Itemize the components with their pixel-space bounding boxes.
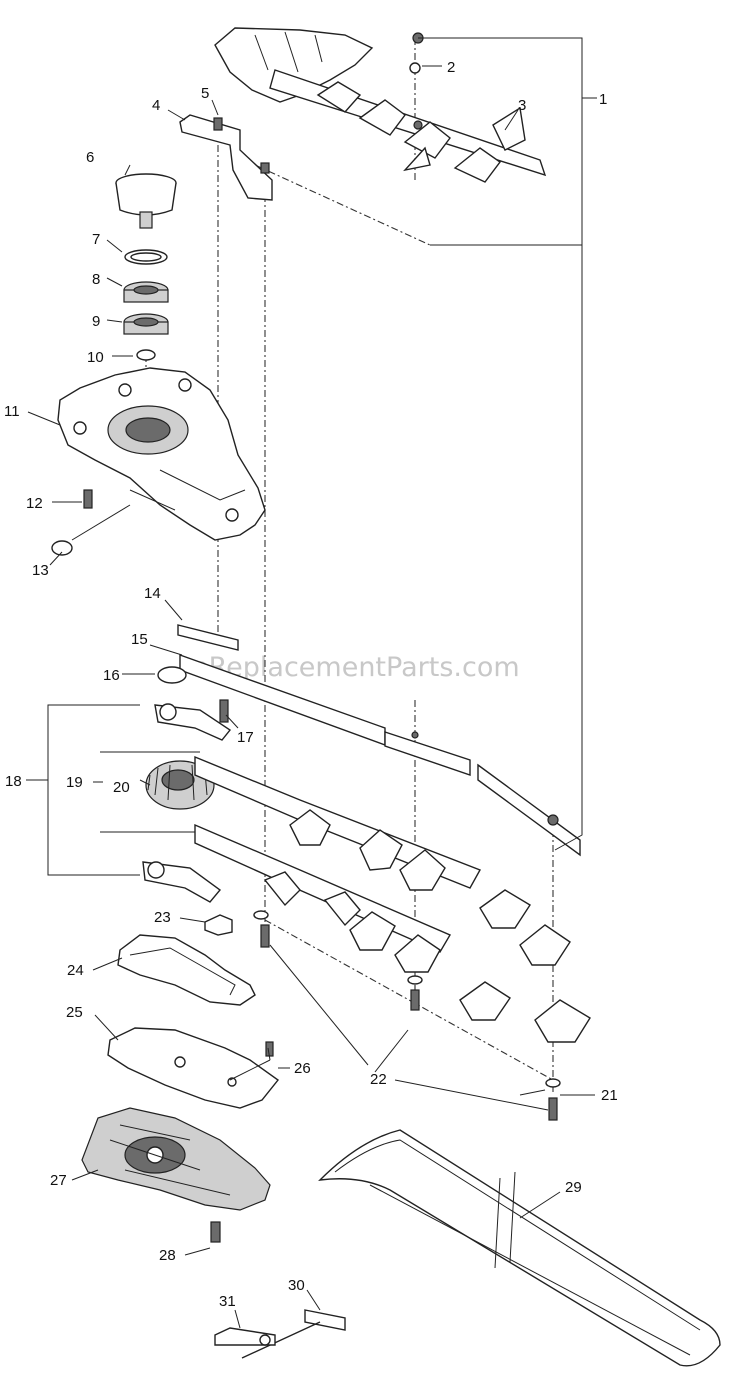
plate-part-14	[177, 624, 239, 651]
callout-24: 24	[67, 962, 84, 979]
callout-1: 1	[599, 91, 607, 108]
watermark: eReplacementParts.com	[192, 652, 520, 683]
callout-21: 21	[601, 1087, 618, 1104]
leader-lines	[26, 37, 597, 1329]
screw-parts-housing	[51, 489, 93, 556]
callout-16: 16	[103, 667, 120, 684]
screw-part-28	[210, 1221, 221, 1243]
callout-9: 9	[92, 313, 100, 330]
callout-11: 11	[4, 403, 20, 420]
callout-20: 20	[113, 779, 130, 796]
upper-blade-part	[214, 27, 547, 183]
callout-23: 23	[154, 909, 171, 926]
callout-4: 4	[152, 97, 160, 114]
assembly-axes	[145, 38, 554, 1095]
callout-10: 10	[87, 349, 104, 366]
callout-27: 27	[50, 1172, 67, 1189]
base-plate-part	[81, 1107, 271, 1211]
cover-sheet-part	[107, 1027, 280, 1109]
callout-30: 30	[288, 1277, 305, 1294]
lower-blade-parts	[194, 755, 591, 1043]
gear-housing-part	[57, 367, 266, 541]
callout-12: 12	[26, 495, 43, 512]
bolt-parts	[253, 910, 561, 1121]
callout-22: 22	[370, 1071, 387, 1088]
tool-parts	[214, 1309, 346, 1359]
callout-5: 5	[201, 85, 209, 102]
callout-6: 6	[86, 149, 94, 166]
callout-14: 14	[144, 585, 161, 602]
callout-labels: 1 2 3 4 5 6 7 8 9 10 11 12 13 14 15 16 1…	[4, 59, 618, 1310]
callout-19: 19	[66, 774, 83, 791]
callout-8: 8	[92, 271, 100, 288]
gear-stack-parts	[115, 173, 177, 361]
callout-17: 17	[237, 729, 254, 746]
blade-cover-part	[318, 1129, 721, 1367]
callout-29: 29	[565, 1179, 582, 1196]
callout-15: 15	[131, 631, 148, 648]
gasket-part	[117, 934, 256, 1006]
guide-bar-part	[179, 654, 581, 857]
callout-13: 13	[32, 562, 49, 579]
callout-31: 31	[219, 1293, 236, 1310]
callout-28: 28	[159, 1247, 176, 1264]
callout-2: 2	[447, 59, 455, 76]
connecting-rod-parts	[142, 703, 232, 903]
screw-parts-top	[213, 32, 424, 174]
clip-part	[204, 914, 233, 936]
washer-screw-parts	[157, 666, 229, 723]
callout-7: 7	[92, 231, 100, 248]
callout-26: 26	[294, 1060, 311, 1077]
bracket-part	[179, 114, 273, 201]
callout-18: 18	[5, 773, 22, 790]
callout-25: 25	[66, 1004, 83, 1021]
callout-3: 3	[518, 97, 526, 114]
